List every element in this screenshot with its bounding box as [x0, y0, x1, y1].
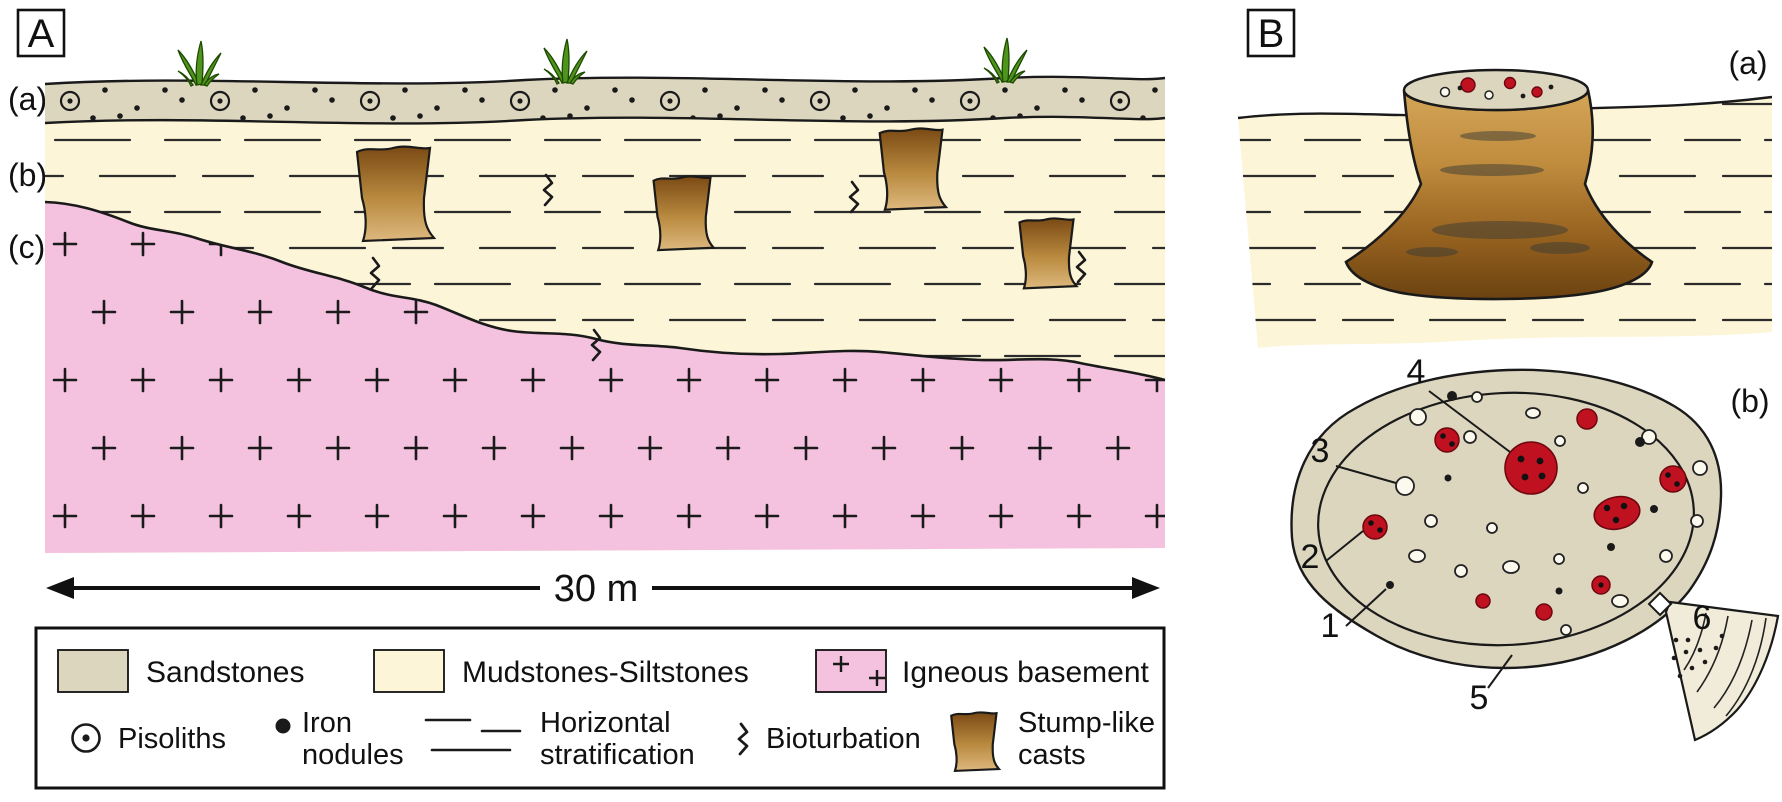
detail-enlargement: 6 [1647, 591, 1780, 742]
open-circles-group [1395, 391, 1708, 636]
stump-cast-3d-view [1237, 68, 1773, 348]
callout-3: 3 [1311, 432, 1330, 470]
cross-section [44, 37, 1166, 553]
mudstones-swatch [373, 649, 445, 693]
ground-surface-line [44, 75, 1166, 86]
sandstone-base-line [44, 115, 1166, 125]
detail-wedge [1664, 600, 1780, 742]
sandstones-swatch [57, 649, 129, 693]
scale-label: 30 m [554, 568, 638, 610]
stump-casts-label-line1: Stump-like [1018, 707, 1155, 739]
stump-cast [878, 127, 948, 211]
panel-a-label-box: A [16, 8, 66, 58]
stratification-icon [424, 718, 522, 752]
stratification-label-line1: Horizontal [540, 707, 671, 739]
callout-lines [1325, 390, 1513, 689]
red-pisolith [1593, 495, 1641, 531]
layer-label-a: (a) [8, 81, 47, 117]
pisolith-icon [71, 723, 101, 753]
trunk-smudges [1406, 131, 1590, 257]
sandstones-label: Sandstones [146, 656, 304, 689]
scale-bar: 30 m [46, 568, 1160, 610]
red-pisoliths-group [1362, 408, 1687, 621]
pisoliths-label: Pisoliths [118, 723, 226, 755]
plus-icon [833, 656, 885, 686]
layer-label-b: (b) [8, 157, 47, 193]
panel-a: A (a) (b) (c) [8, 8, 1166, 790]
callout-2: 2 [1301, 538, 1320, 576]
stump-cast [652, 175, 715, 252]
panel-b-sub-b-label: (b) [1730, 383, 1769, 419]
sandstone-dots-texture [45, 76, 1165, 124]
wedge-laminae [1683, 612, 1767, 717]
callout-4: 4 [1407, 353, 1426, 391]
red-pisolith [1434, 427, 1460, 453]
iron-nodule-dots-group [1386, 391, 1658, 595]
callout-5: 5 [1470, 679, 1489, 717]
red-pisolith [1576, 408, 1598, 430]
detail-diamond-icon [1647, 591, 1673, 617]
iron-nodule-icon [275, 718, 291, 734]
nodule-outline [1290, 368, 1723, 670]
mudstones-label: Mudstones-Siltstones [462, 656, 749, 689]
stump-top-surface [1402, 68, 1590, 112]
panel-a-label: A [28, 12, 55, 56]
stump-top-pisoliths [1439, 76, 1554, 100]
callout-1: 1 [1321, 607, 1340, 645]
stump-cast-icon [950, 711, 1001, 772]
scale-arrow-right [1132, 577, 1160, 599]
red-pisolith [1591, 575, 1611, 595]
nodule-plan-view: 4 3 2 1 5 [1290, 353, 1780, 742]
red-pisolith [1475, 593, 1491, 609]
red-pisolith [1659, 465, 1687, 493]
igneous-label: Igneous basement [902, 656, 1150, 689]
panel-b-label: B [1258, 12, 1285, 56]
igneous-swatch [815, 649, 887, 693]
iron-nodules-label-line2: nodules [302, 739, 404, 771]
stratification-label-line2: stratification [540, 739, 695, 771]
basement-contact-line [44, 200, 1166, 382]
layer-label-c: (c) [8, 229, 45, 265]
wedge-dots [1671, 633, 1725, 679]
panel-b-sub-a-label: (a) [1728, 45, 1767, 81]
grass-icon [177, 40, 222, 87]
panel-b-label-box: B [1246, 8, 1296, 58]
legend: Sandstones Mudstones-Siltstones Igneous … [34, 626, 1166, 790]
nodule-inner-rim [1317, 391, 1695, 647]
stump-casts-label-line2: casts [1018, 739, 1086, 771]
red-pisolith [1362, 514, 1388, 540]
bioturbation-label: Bioturbation [766, 723, 921, 755]
scale-arrow-left [46, 577, 74, 599]
panel-b: B (a) (b) [1237, 8, 1780, 742]
stump-cast [355, 145, 436, 243]
callout-6: 6 [1693, 599, 1712, 637]
stump-cast [1018, 217, 1078, 290]
red-pisolith [1504, 441, 1558, 495]
red-pisolith [1535, 603, 1553, 621]
iron-nodules-label-line1: Iron [302, 707, 352, 739]
